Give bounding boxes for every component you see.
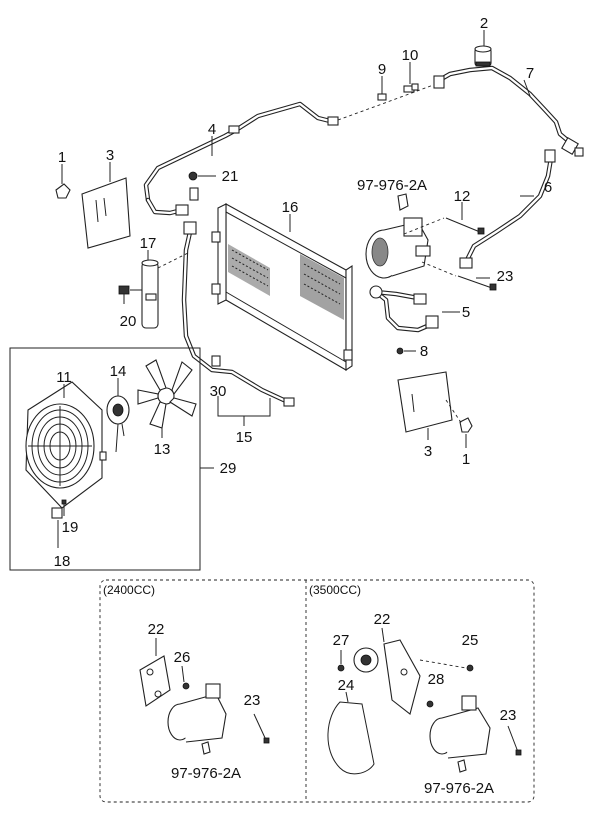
clip-9 — [377, 93, 387, 101]
bolt-25-3500 — [466, 664, 474, 672]
callout-5: 5 — [462, 304, 470, 321]
bolt-30 — [211, 355, 221, 367]
callout-22-2400: 22 — [148, 621, 165, 638]
reference-tag-main-icon — [397, 193, 409, 211]
callout-17: 17 — [140, 235, 157, 252]
callout-23-2400: 23 — [244, 692, 261, 709]
callout-23-3500: 23 — [500, 707, 517, 724]
fan-shroud-11 — [25, 381, 103, 509]
condenser-16 — [211, 203, 353, 372]
callout-3-right: 3 — [424, 443, 432, 460]
compressor-connectors — [403, 217, 457, 277]
clip-1-right — [459, 417, 473, 433]
callout-12: 12 — [454, 188, 471, 205]
refrigerant-hose-5 — [369, 285, 439, 333]
callout-30: 30 — [210, 383, 227, 400]
callout-6: 6 — [544, 179, 552, 196]
variant-label-2400: (2400CC) — [103, 583, 155, 597]
nut-18 — [51, 507, 63, 519]
callout-7: 7 — [526, 65, 534, 82]
clip-1-left — [55, 183, 71, 199]
bracket-22-3500 — [353, 639, 421, 715]
bolt-20 — [118, 285, 130, 304]
belt-24-3500 — [327, 701, 375, 775]
receiver-drier-17 — [141, 259, 159, 329]
liquid-line-15 — [181, 221, 295, 407]
callout-23-main: 23 — [497, 268, 514, 285]
compressor-2400 — [167, 683, 227, 743]
bolt-26-2400 — [182, 682, 190, 690]
bolt-23-3500 — [507, 725, 522, 756]
leader-22-3500 — [381, 627, 385, 643]
callout-24: 24 — [338, 677, 355, 694]
callout-1-right: 1 — [462, 451, 470, 468]
callout-11: 11 — [56, 369, 72, 386]
bolt-19 — [61, 499, 67, 516]
engine-variant-box — [99, 579, 535, 803]
callout-20: 20 — [120, 313, 137, 330]
reference-tag-3500-icon — [457, 759, 467, 773]
fan-assembly-box-29 — [9, 347, 201, 571]
callout-22-3500: 22 — [374, 611, 391, 628]
reference-tag-2400-icon — [201, 741, 211, 755]
callout-3-left: 3 — [106, 147, 114, 164]
callout-25: 25 — [462, 632, 479, 649]
callout-4: 4 — [208, 121, 216, 138]
compressor-3500 — [429, 695, 491, 759]
callout-18: 18 — [54, 553, 71, 570]
callout-1-left: 1 — [58, 149, 66, 166]
refrigerant-line-4 — [143, 101, 339, 216]
callout-26: 26 — [174, 649, 191, 666]
callout-19: 19 — [62, 519, 79, 536]
callout-16: 16 — [282, 199, 299, 216]
callout-14: 14 — [110, 363, 127, 380]
bolt-23-main — [457, 275, 497, 291]
fan-blade-13 — [137, 359, 197, 429]
refrigerant-hose-6 — [459, 149, 556, 269]
receiver-drier-2 — [474, 45, 492, 67]
callout-10: 10 — [402, 47, 419, 64]
leader-7 — [523, 79, 531, 97]
reference-2400: 97-976-2A — [171, 765, 241, 782]
callout-21: 21 — [222, 168, 239, 185]
callout-13: 13 — [154, 441, 171, 458]
callout-29: 29 — [220, 460, 237, 477]
cover-3-left — [81, 177, 131, 249]
leader-24-3500 — [345, 691, 349, 703]
clip-10 — [403, 83, 419, 93]
leader-26-2400 — [181, 665, 185, 683]
valve-21 — [188, 171, 199, 201]
reference-main: 97-976-2A — [357, 177, 427, 194]
bolt-12 — [445, 217, 485, 235]
plug-fan-connector — [99, 451, 107, 461]
bolt-23-2400 — [253, 713, 270, 744]
callout-27: 27 — [333, 632, 350, 649]
callout-8: 8 — [420, 343, 428, 360]
cover-3-right — [397, 371, 453, 433]
variant-label-3500: (3500CC) — [309, 583, 361, 597]
callout-2: 2 — [480, 15, 488, 32]
clip-connector-right — [445, 399, 463, 425]
callout-28: 28 — [428, 671, 445, 688]
bolt-28-3500 — [426, 700, 434, 708]
bracket-22-2400 — [139, 655, 171, 707]
line-4-to-line-7-connector — [337, 83, 437, 121]
fan-motor-14 — [106, 395, 130, 453]
compressor-main — [365, 217, 431, 279]
callout-9: 9 — [378, 61, 386, 78]
refrigerant-line-7 — [433, 65, 584, 157]
bolt-25-connector — [419, 659, 467, 669]
reference-3500: 97-976-2A — [424, 780, 494, 797]
bolt-27-3500 — [337, 664, 345, 672]
seal-8 — [396, 347, 404, 355]
callout-15: 15 — [236, 429, 253, 446]
